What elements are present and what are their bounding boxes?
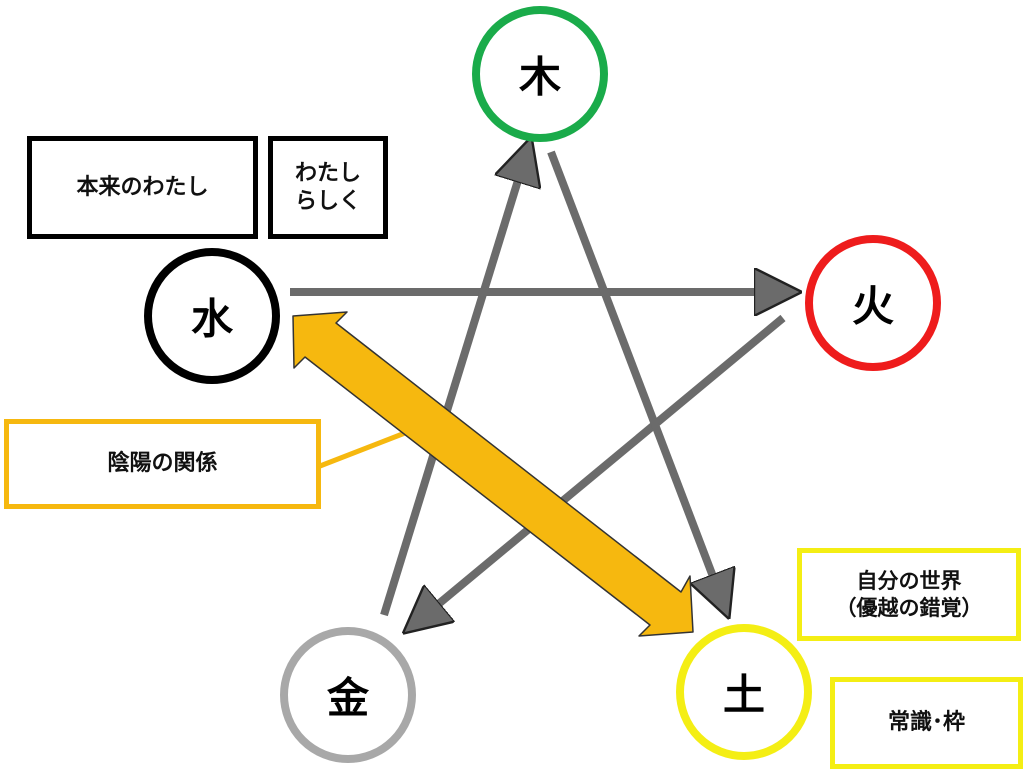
- own-world-line2: （優越の錯覚）: [835, 595, 983, 620]
- arrow-wood-to-earth: [547, 150, 725, 608]
- water-node: 水: [144, 248, 280, 384]
- earth-node: 土: [676, 624, 812, 760]
- water-label: 水: [191, 295, 234, 344]
- metal-node: 金: [280, 627, 416, 763]
- like-me-line2: らしく: [294, 188, 361, 214]
- like-me-line1: わたし: [294, 161, 361, 186]
- fire-label: 火: [852, 282, 894, 331]
- wood-node: 木: [472, 6, 608, 142]
- wood-label: 木: [519, 53, 561, 102]
- wood-circle: [472, 6, 608, 142]
- true-self-box: 本来のわたし: [27, 136, 258, 239]
- like-me-text: わたし らしく: [295, 160, 361, 215]
- own-world-box: 自分の世界 （優越の錯覚）: [797, 548, 1021, 641]
- true-self-text: 本来のわたし: [76, 174, 209, 200]
- earth-circle: [676, 624, 812, 760]
- arrow-fire-to-metal: [412, 314, 786, 626]
- yin-yang-text: 陰陽の関係: [107, 451, 218, 477]
- metal-label: 金: [326, 674, 370, 723]
- water-circle: [144, 248, 280, 384]
- fire-node: 火: [805, 235, 941, 371]
- yin-yang-double-arrow: [292, 311, 694, 637]
- earth-label: 土: [723, 671, 765, 720]
- common-sense-text: 常識･枠: [887, 710, 965, 736]
- yin-yang-box: 陰陽の関係: [4, 419, 321, 509]
- own-world-line1: 自分の世界: [856, 569, 962, 594]
- like-me-box: わたし らしく: [268, 136, 388, 239]
- metal-circle: [280, 627, 416, 763]
- fire-circle: [805, 235, 941, 371]
- common-sense-box: 常識･枠: [830, 677, 1023, 769]
- yin-yang-callout-connector: [319, 430, 406, 469]
- arrow-metal-to-wood: [380, 148, 528, 617]
- own-world-text: 自分の世界 （優越の錯覚）: [836, 568, 983, 621]
